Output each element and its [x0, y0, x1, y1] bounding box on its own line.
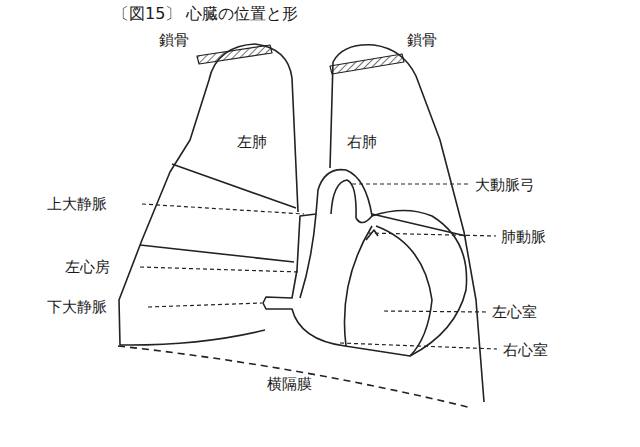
clavicle — [330, 54, 404, 74]
part-label-holder: 右心室 — [502, 340, 549, 359]
part-label-holder: 左心房 — [64, 257, 111, 276]
bone-label-holder: 鎖骨 — [406, 30, 438, 49]
leader-line — [352, 183, 470, 184]
heart-outline — [263, 170, 467, 356]
leader-line — [340, 343, 497, 349]
atrium-wall — [300, 214, 316, 298]
lung-fissure — [172, 164, 296, 208]
clavicle — [197, 45, 272, 64]
part-label: 上大静脈 — [46, 195, 108, 213]
part-label: 左心房 — [64, 258, 111, 276]
part-label: 左心室 — [491, 303, 538, 321]
lung-outline — [119, 44, 265, 345]
leader-line — [148, 303, 262, 307]
bone-label: 鎖骨 — [158, 31, 190, 49]
lung-label-holder: 右肺 — [346, 132, 378, 151]
figure-title: 〔図15〕 心臓の位置と形 — [112, 4, 299, 23]
part-label-holder: 大動脈弓 — [474, 175, 536, 194]
lung-outline — [255, 44, 298, 212]
leader-line — [384, 311, 487, 312]
part-label-holder: 上大静脈 — [46, 194, 108, 213]
ventricle-wall — [376, 226, 432, 356]
part-label-holder: 横隔膜 — [266, 374, 313, 393]
lung-label-holder: 左肺 — [236, 132, 268, 151]
lung-label: 左肺 — [236, 133, 268, 151]
part-label: 大動脈弓 — [474, 176, 536, 194]
lung-fissure — [140, 245, 294, 262]
part-label: 横隔膜 — [266, 375, 313, 393]
leader-line — [142, 204, 304, 214]
part-label: 右心室 — [502, 341, 549, 359]
part-label: 肺動脈 — [500, 228, 547, 246]
part-label-holder: 左心室 — [491, 302, 538, 321]
part-label: 下大静脈 — [46, 298, 108, 316]
bone-label: 鎖骨 — [406, 31, 438, 49]
diaphragm — [118, 346, 472, 408]
part-label-holder: 肺動脈 — [500, 227, 547, 246]
bone-label-holder: 鎖骨 — [158, 30, 190, 49]
leader-line — [140, 267, 300, 272]
lung-label: 右肺 — [346, 133, 378, 151]
part-label-holder: 下大静脈 — [46, 297, 108, 316]
aorta-arch — [331, 180, 356, 218]
pulmonary-artery — [356, 216, 378, 240]
leader-line — [368, 233, 496, 236]
figure-title-holder: 〔図15〕 心臓の位置と形 — [112, 4, 299, 23]
lung-outline — [330, 62, 333, 168]
ventricle-wall — [344, 226, 372, 346]
